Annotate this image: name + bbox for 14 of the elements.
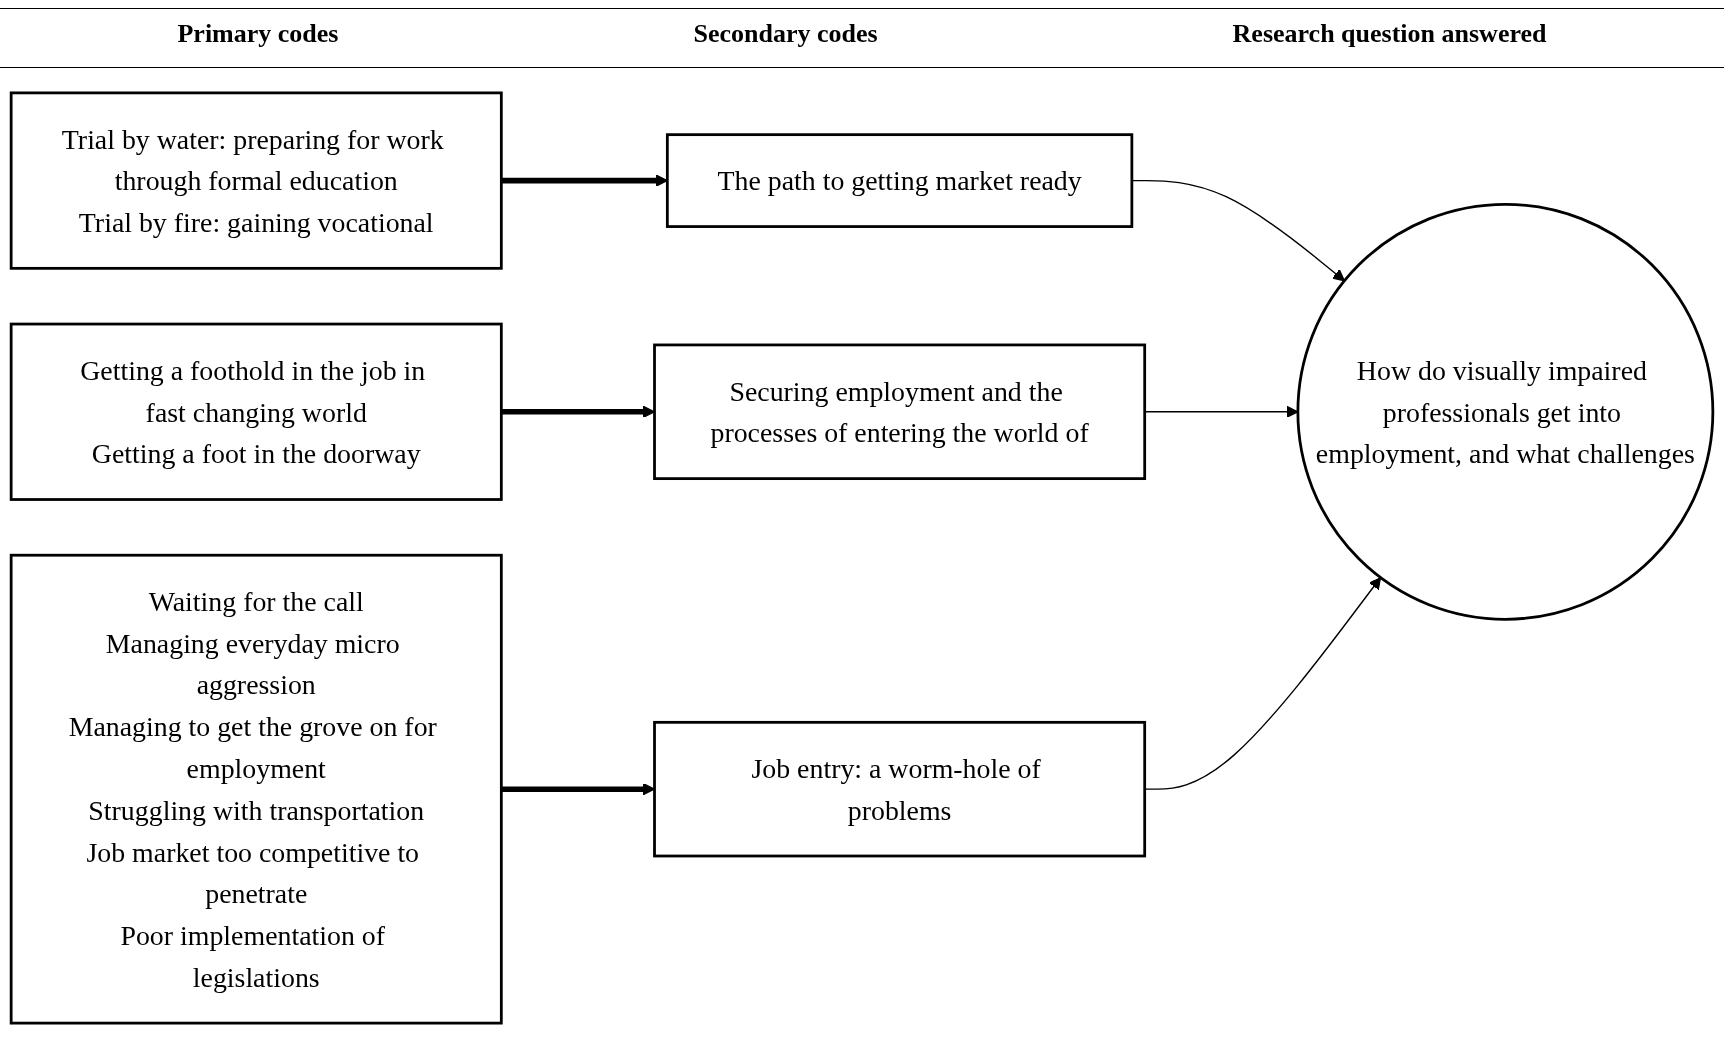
arrow bbox=[501, 174, 668, 187]
column-heading: Research question answered bbox=[1232, 19, 1547, 49]
node-box: Getting a foothold in the job in fast changing world Getting a foot in the doorway bbox=[9, 322, 503, 501]
node-box: Trial by water: preparing for work through formal education Trial by fire: gaining vocational bbox=[9, 91, 503, 270]
arrow bbox=[1131, 179, 1345, 282]
node-box: The path to getting market ready bbox=[665, 133, 1134, 228]
node-box: Waiting for the call Managing everyday micro aggression Managing to get the grove on for employment Struggling with transportation Job market too competitive to penetrate Poor implementation of legislations bbox=[9, 553, 503, 1025]
node-circle: How do visually impaired professionals get into employment, and what challenges bbox=[1296, 202, 1715, 621]
arrow bbox=[1144, 577, 1382, 790]
column-heading: Secondary codes bbox=[693, 19, 878, 49]
arrow bbox=[1144, 405, 1299, 418]
column-heading: Primary codes bbox=[177, 19, 339, 49]
node-box: Job entry: a worm-hole of problems bbox=[653, 720, 1147, 858]
node-box: Securing employment and the processes of entering the world of bbox=[653, 343, 1147, 480]
